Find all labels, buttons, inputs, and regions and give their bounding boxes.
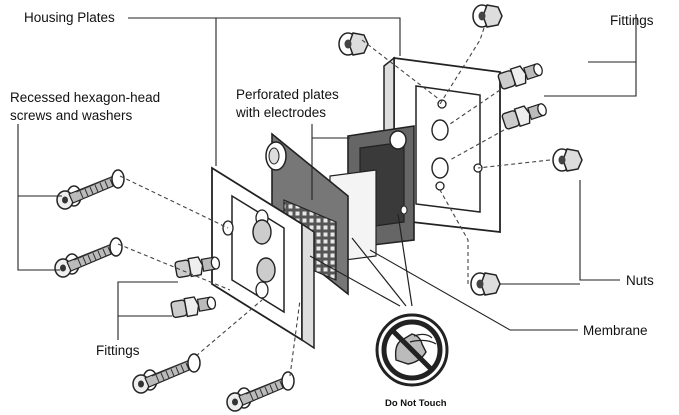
label-nuts: Nuts	[626, 273, 654, 288]
leader-lines	[17, 14, 637, 340]
label-perforated-line1: Perforated plates	[236, 87, 339, 102]
label-screws-line2: screws and washers	[10, 108, 133, 123]
do-not-touch-sign	[375, 313, 449, 387]
assembly-lines	[117, 27, 551, 377]
label-fittings-top: Fittings	[610, 13, 654, 28]
label-housing-plates: Housing Plates	[24, 10, 115, 25]
label-do-not-touch: Do Not Touch	[385, 398, 447, 409]
label-screws-line1: Recessed hexagon-head	[10, 90, 161, 105]
label-perforated-line2: with electrodes	[236, 105, 327, 120]
warning-pointer-lines	[309, 213, 413, 307]
label-membrane: Membrane	[583, 323, 648, 338]
label-fittings-bottom: Fittings	[96, 343, 140, 358]
housing-plate-left	[211, 166, 315, 350]
